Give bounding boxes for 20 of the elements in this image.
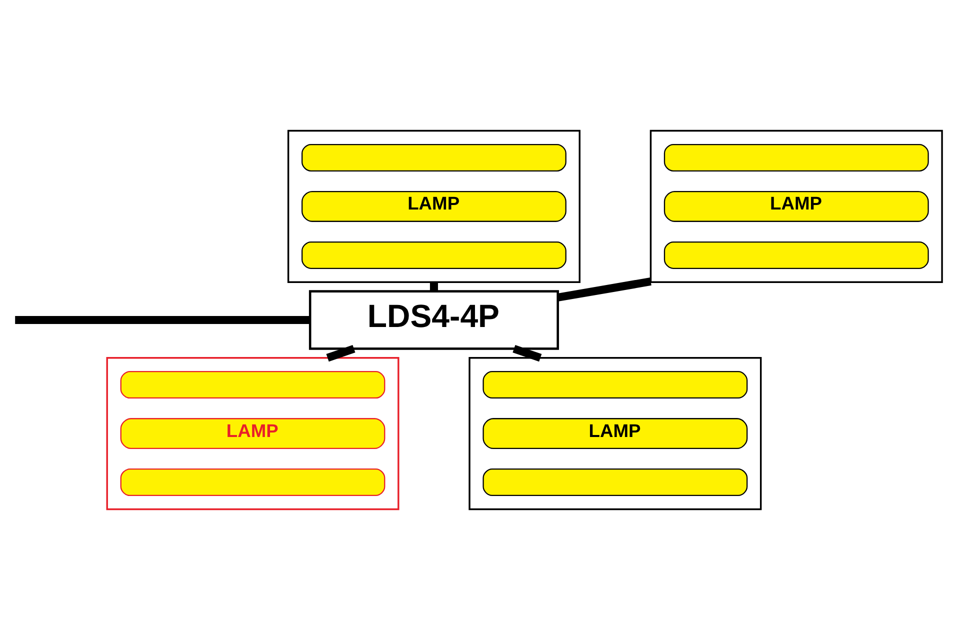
node-box: LAMP [120,418,385,450]
cluster [468,356,762,510]
cluster [106,356,399,510]
node-box: LAMP [482,418,748,450]
node-bar [301,241,566,269]
cluster [649,130,942,284]
node-bar [482,468,748,496]
connector [14,316,310,324]
node-box: LAMP [301,190,566,222]
node-box: LAMP [663,190,928,222]
connector [429,282,438,292]
node-bar [663,144,928,172]
node-bar [120,468,385,496]
cluster [286,130,580,284]
node-bar [482,371,748,399]
node-bar [301,144,566,172]
node-box: LDS4-4P [308,290,558,350]
connector [556,278,651,302]
node-bar [663,241,928,269]
node-bar [120,371,385,399]
